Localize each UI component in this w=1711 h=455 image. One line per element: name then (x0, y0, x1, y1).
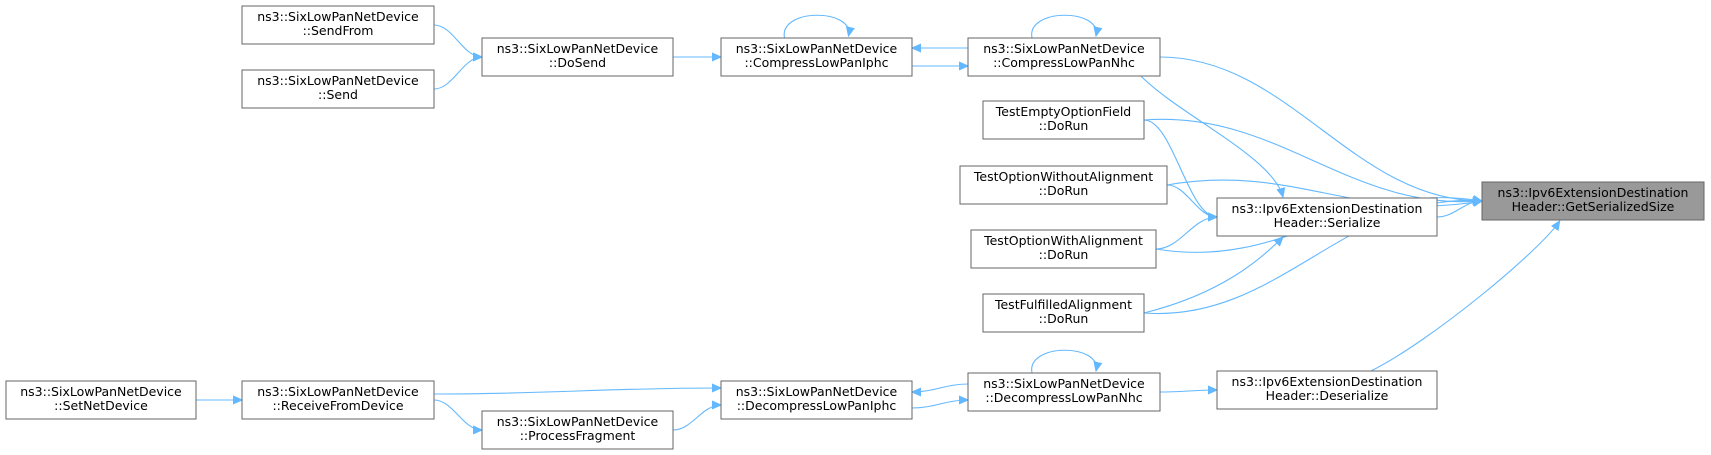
node-label-line: ns3::SixLowPanNetDevice (497, 41, 659, 56)
node-processfragment[interactable]: ns3::SixLowPanNetDevice::ProcessFragment (481, 410, 674, 450)
node-label-line: TestOptionWithAlignment (983, 233, 1143, 248)
node-box (481, 410, 674, 450)
node-label-line: Header::Serialize (1274, 215, 1381, 230)
node-label-line: ns3::SixLowPanNetDevice (257, 384, 419, 399)
node-label-line: ns3::Ipv6ExtensionDestination (1232, 201, 1423, 216)
node-box (481, 37, 674, 77)
edge-compresslowpannhc-to-serialize (1140, 75, 1283, 197)
node-label-line: ns3::Ipv6ExtensionDestination (1498, 185, 1689, 200)
node-label-line: TestFulfilledAlignment (994, 297, 1132, 312)
node-compresslowpaniphc[interactable]: ns3::SixLowPanNetDevice::CompressLowPanI… (720, 37, 913, 77)
node-box (982, 293, 1145, 333)
node-serialize[interactable]: ns3::Ipv6ExtensionDestinationHeader::Ser… (1216, 197, 1438, 237)
node-label-line: ns3::SixLowPanNetDevice (257, 9, 419, 24)
node-label-line: ::DoSend (549, 55, 606, 70)
node-testoptionwithalignment[interactable]: TestOptionWithAlignment::DoRun (970, 229, 1157, 269)
node-sendfrom[interactable]: ns3::SixLowPanNetDevice::SendFrom (241, 5, 435, 45)
node-dosend[interactable]: ns3::SixLowPanNetDevice::DoSend (481, 37, 674, 77)
node-label-line: ::CompressLowPanIphc (744, 55, 888, 70)
node-testemptyoptionfield[interactable]: TestEmptyOptionField::DoRun (982, 100, 1145, 140)
node-box (967, 372, 1161, 412)
node-label-line: TestOptionWithoutAlignment (973, 169, 1153, 184)
node-box (1216, 370, 1438, 410)
node-box (982, 100, 1145, 140)
node-box (5, 380, 197, 420)
node-label-line: Header::GetSerializedSize (1512, 199, 1675, 214)
edge-compresslowpaniphc-to-compresslowpaniphc (783, 14, 849, 39)
node-box (970, 229, 1157, 269)
node-label-line: ns3::Ipv6ExtensionDestination (1232, 374, 1423, 389)
edge-decompresslowpannhc-to-deserialize (1159, 390, 1217, 392)
node-label-line: ::Send (318, 87, 358, 102)
node-box (967, 37, 1161, 77)
node-label-line: ::DecompressLowPanNhc (985, 390, 1142, 405)
node-deserialize[interactable]: ns3::Ipv6ExtensionDestinationHeader::Des… (1216, 370, 1438, 410)
node-label-line: ns3::SixLowPanNetDevice (497, 414, 659, 429)
edge-testemptyoptionfield-to-getserializedsize (1143, 118, 1482, 201)
node-testoptionwithoutalignment[interactable]: TestOptionWithoutAlignment::DoRun (959, 165, 1168, 205)
edge-decompresslowpannhc-to-decompresslowpaniphc (912, 383, 969, 392)
node-testfulfilledalignment[interactable]: TestFulfilledAlignment::DoRun (982, 293, 1145, 333)
node-label-line: ::ReceiveFromDevice (272, 398, 403, 413)
node-label-line: ::ProcessFragment (520, 428, 636, 443)
node-send[interactable]: ns3::SixLowPanNetDevice::Send (241, 69, 435, 109)
edge-decompresslowpaniphc-to-decompresslowpannhc (911, 400, 968, 409)
node-decompresslowpaniphc[interactable]: ns3::SixLowPanNetDevice::DecompressLowPa… (720, 380, 913, 420)
edge-serialize-to-getserializedsize (1436, 201, 1482, 218)
edge-send-to-dosend (433, 57, 482, 90)
node-box (1216, 197, 1438, 237)
edge-processfragment-to-decompresslowpaniphc (672, 405, 721, 431)
node-label-line: ns3::SixLowPanNetDevice (983, 376, 1145, 391)
node-label-line: ns3::SixLowPanNetDevice (983, 41, 1145, 56)
node-box (720, 37, 913, 77)
node-label-line: ns3::SixLowPanNetDevice (736, 384, 898, 399)
node-label-line: ::CompressLowPanNhc (993, 55, 1135, 70)
node-box (959, 165, 1168, 205)
node-label-line: ::DoRun (1039, 118, 1089, 133)
edge-testoptionwithoutalignment-to-serialize (1166, 184, 1217, 217)
node-label-line: TestEmptyOptionField (995, 104, 1132, 119)
node-box (1481, 181, 1705, 221)
node-box (241, 69, 435, 109)
node-label-line: ::SendFrom (303, 23, 374, 38)
node-box (720, 380, 913, 420)
edge-testoptionwithalignment-to-serialize (1155, 217, 1217, 250)
edge-receivefromdevice-to-decompresslowpaniphc (433, 388, 721, 395)
node-label-line: ::DoRun (1039, 247, 1089, 262)
node-setnetdevice[interactable]: ns3::SixLowPanNetDevice::SetNetDevice (5, 380, 197, 420)
node-getserializedsize[interactable]: ns3::Ipv6ExtensionDestinationHeader::Get… (1481, 181, 1705, 221)
edge-testemptyoptionfield-to-serialize (1143, 119, 1217, 217)
edge-compresslowpannhc-to-getserializedsize (1159, 56, 1482, 201)
node-box (241, 5, 435, 45)
node-label-line: Header::Deserialize (1266, 388, 1389, 403)
node-label-line: ::DoRun (1039, 311, 1089, 326)
node-receivefromdevice[interactable]: ns3::SixLowPanNetDevice::ReceiveFromDevi… (241, 380, 435, 420)
node-label-line: ns3::SixLowPanNetDevice (257, 73, 419, 88)
node-decompresslowpannhc[interactable]: ns3::SixLowPanNetDevice::DecompressLowPa… (967, 372, 1161, 412)
edge-testfulfilledalignment-to-serialize (1143, 237, 1283, 314)
node-layer: ns3::Ipv6ExtensionDestinationHeader::Get… (5, 5, 1705, 450)
node-label-line: ::SetNetDevice (54, 398, 148, 413)
node-label-line: ::DecompressLowPanIphc (737, 398, 897, 413)
node-label-line: ns3::SixLowPanNetDevice (20, 384, 182, 399)
edge-decompresslowpannhc-to-decompresslowpannhc (1031, 349, 1097, 374)
node-compresslowpannhc[interactable]: ns3::SixLowPanNetDevice::CompressLowPanN… (967, 37, 1161, 77)
edge-compresslowpannhc-to-compresslowpannhc (1031, 14, 1097, 39)
edge-deserialize-to-getserializedsize (1370, 221, 1560, 372)
edge-receivefromdevice-to-processfragment (433, 399, 482, 430)
node-box (241, 380, 435, 420)
edge-sendfrom-to-dosend (433, 24, 482, 57)
node-label-line: ::DoRun (1039, 183, 1089, 198)
node-label-line: ns3::SixLowPanNetDevice (736, 41, 898, 56)
